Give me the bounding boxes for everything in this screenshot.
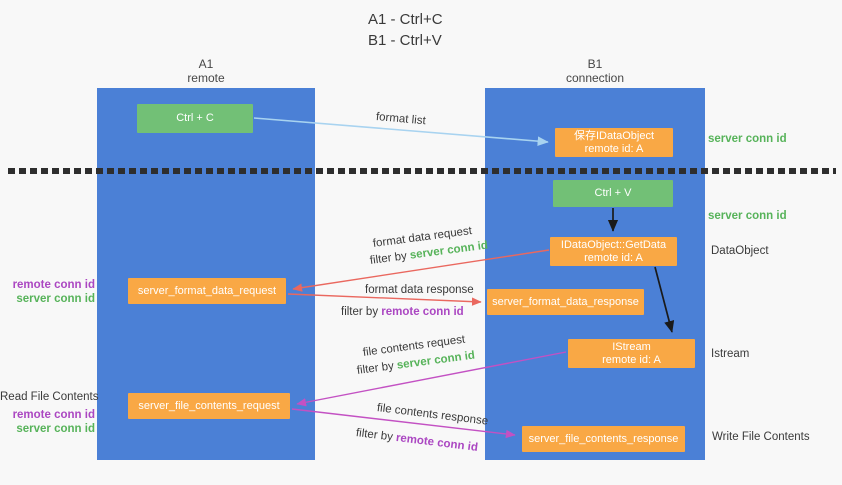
save-idataobject-line2: remote id: A	[584, 142, 644, 155]
istream-line2: remote id: A	[602, 353, 661, 366]
node-server-file-contents-response: server_file_contents_response	[522, 426, 685, 452]
node-save-idataobject: 保存IDataObject remote id: A	[555, 128, 673, 157]
filter-by-text-2: filter by	[341, 306, 382, 318]
arrow-label-format-list: format list	[375, 111, 427, 128]
file-response-label: server_file_contents_response	[528, 432, 679, 445]
side-label-server-conn-id-top: server conn id	[708, 133, 787, 145]
node-ctrl-v: Ctrl + V	[553, 180, 673, 207]
node-idataobject-getdata: IDataObject::GetData remote id: A	[550, 237, 677, 266]
lane-b1-name: B1	[587, 57, 603, 71]
ctrl-c-label: Ctrl + C	[176, 112, 214, 124]
side-label-server-conn-id-mid: server conn id	[708, 210, 787, 222]
side-label-write-file-contents: Write File Contents	[712, 431, 810, 443]
server-conn-id-label-2: server conn id	[16, 423, 95, 435]
ctrl-v-label: Ctrl + V	[594, 187, 632, 199]
lane-b1-subtitle: connection	[565, 71, 625, 85]
arrow-label-file-contents-response: file contents response	[376, 402, 489, 428]
lane-header-b1: B1 connection	[485, 57, 705, 85]
getdata-line1: IDataObject::GetData	[560, 238, 667, 251]
arrow-label-format-data-response: format data response	[365, 284, 474, 296]
remote-conn-id-label-1: remote conn id	[12, 279, 95, 291]
side-label-group-file: remote conn id server conn id	[5, 408, 95, 436]
side-label-group-format: remote conn id server conn id	[7, 278, 95, 306]
side-label-dataobject: DataObject	[711, 245, 769, 257]
node-server-file-contents-request: server_file_contents_request	[128, 393, 290, 419]
arrow-label-filter-by-remote-1: filter by remote conn id	[341, 306, 464, 318]
remote-conn-id-text-2: remote conn id	[395, 431, 479, 454]
node-istream: IStream remote id: A	[568, 339, 695, 368]
phase-separator-dotted-line	[8, 168, 836, 174]
lane-a1-subtitle: remote	[187, 71, 225, 85]
format-request-label: server_format_data_request	[137, 284, 277, 297]
filter-by-text-3: filter by	[356, 359, 398, 377]
side-label-read-file-contents: Read File Contents	[0, 391, 99, 403]
filter-by-text-1: filter by	[369, 249, 411, 267]
format-response-label: server_format_data_response	[492, 295, 639, 308]
filter-by-text-4: filter by	[355, 427, 397, 444]
node-ctrl-c: Ctrl + C	[137, 104, 253, 133]
diagram-title: A1 - Ctrl+C B1 - Ctrl+V	[368, 9, 443, 51]
file-request-label: server_file_contents_request	[138, 399, 280, 412]
node-server-format-data-response: server_format_data_response	[487, 289, 644, 315]
save-idataobject-line1: 保存IDataObject	[573, 129, 655, 142]
server-conn-id-label-1: server conn id	[16, 293, 95, 305]
lane-header-a1: A1 remote	[97, 57, 315, 85]
remote-conn-id-text-1: remote conn id	[381, 306, 464, 318]
arrow-label-filter-by-remote-2: filter by remote conn id	[355, 427, 478, 454]
lane-a1-name: A1	[198, 57, 214, 71]
remote-conn-id-label-2: remote conn id	[12, 409, 95, 421]
side-label-istream: Istream	[711, 348, 750, 360]
istream-line1: IStream	[612, 340, 651, 353]
getdata-line2: remote id: A	[584, 251, 643, 264]
title-line-1: A1 - Ctrl+C	[368, 11, 443, 28]
node-server-format-data-request: server_format_data_request	[128, 278, 286, 304]
title-line-2: B1 - Ctrl+V	[368, 32, 442, 49]
